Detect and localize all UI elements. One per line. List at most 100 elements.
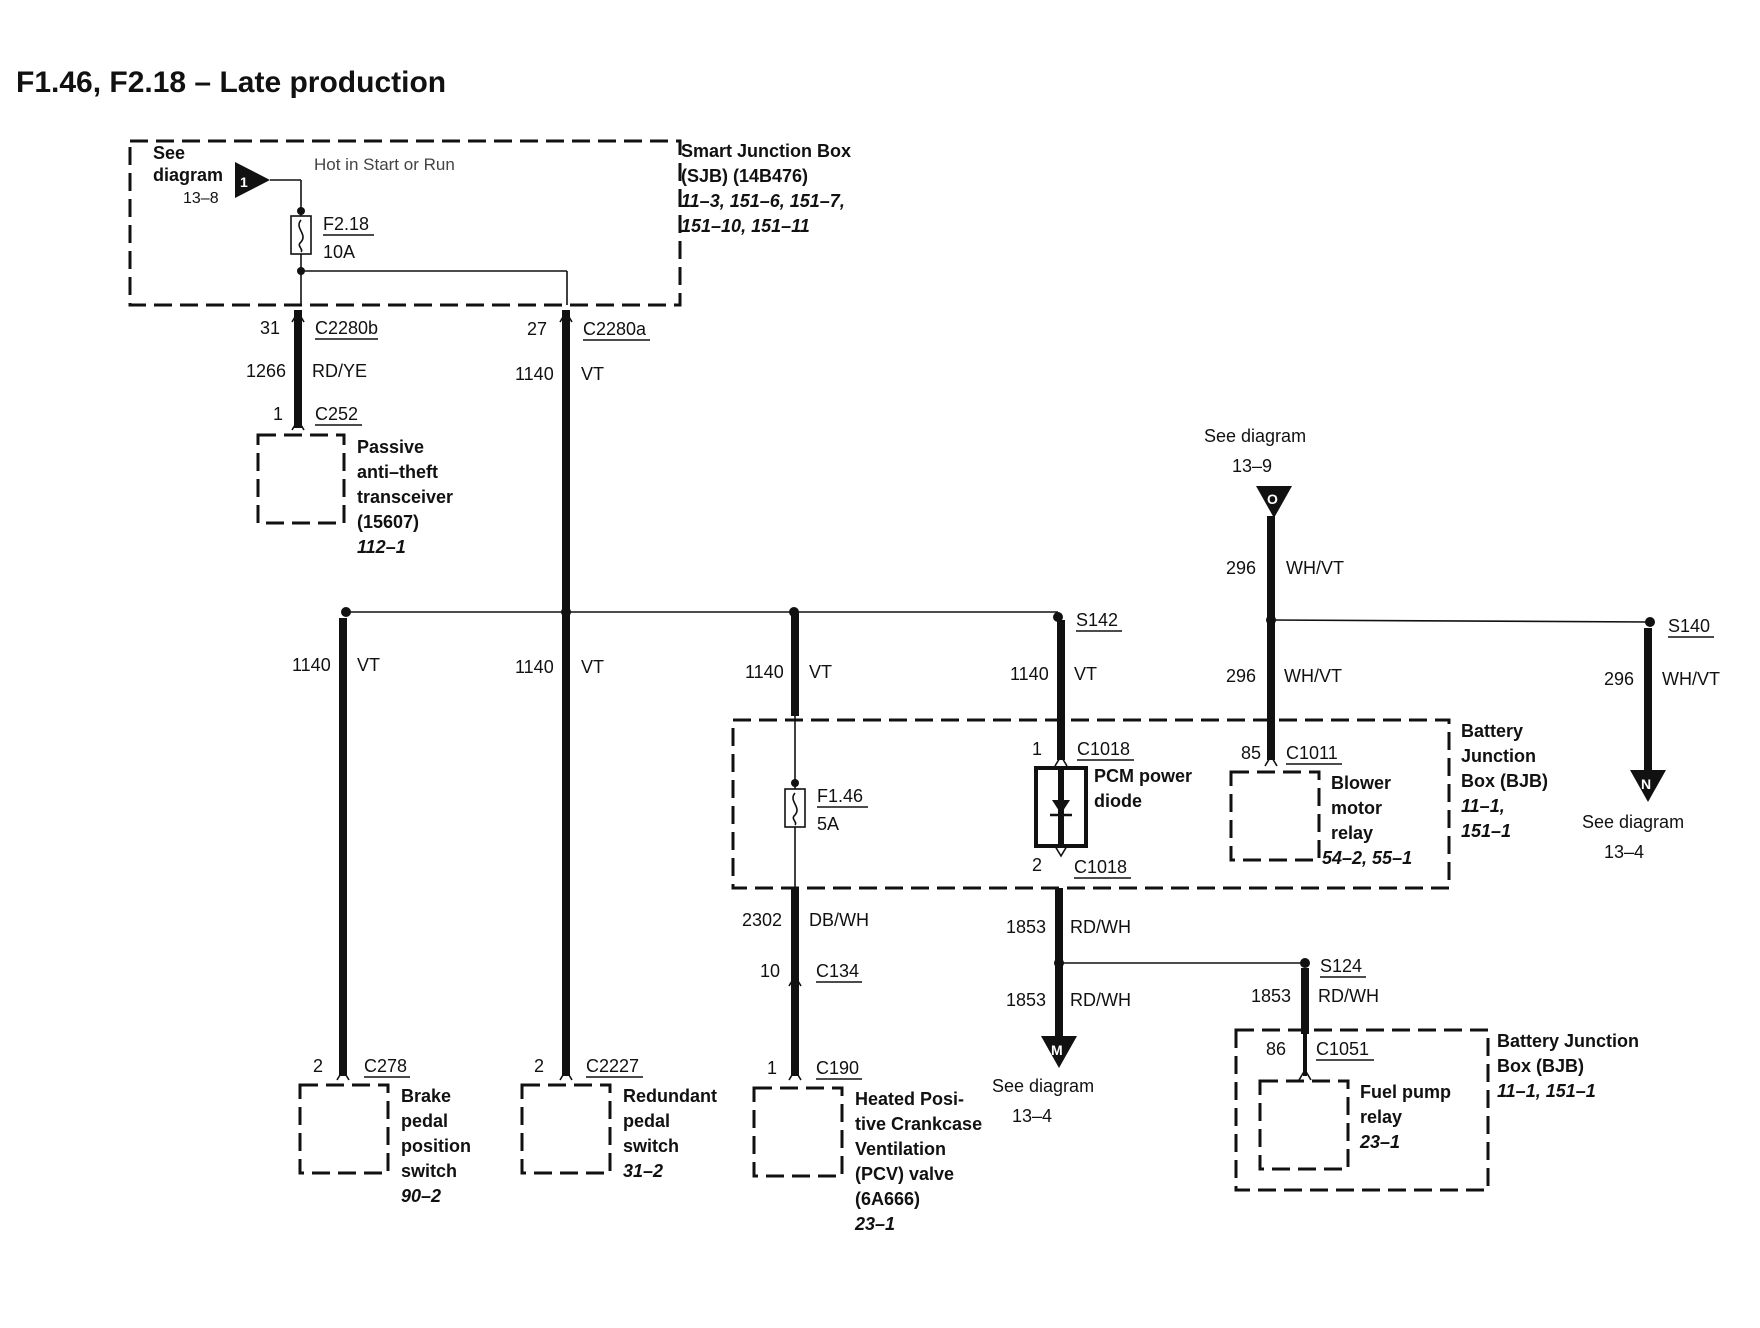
fuelpump-device-ref: 23–1 bbox=[1359, 1132, 1400, 1152]
fuelpump-bjb-ref: 11–1, 151–1 bbox=[1497, 1081, 1596, 1101]
fuelpump-color: RD/WH bbox=[1318, 986, 1379, 1006]
pcv-device-line-4: (PCV) valve bbox=[855, 1164, 954, 1184]
connector-marker-m-icon bbox=[1041, 1036, 1077, 1068]
pcv-fuse-node bbox=[791, 779, 799, 787]
blower-circuit-top: 296 bbox=[1226, 558, 1256, 578]
sjb-refs-1: 11–3, 151–6, 151–7, bbox=[681, 191, 845, 211]
blower-circuit: 296 bbox=[1226, 666, 1256, 686]
pin-chevron bbox=[1054, 754, 1068, 767]
splice-s140-label: S140 bbox=[1668, 616, 1710, 636]
main-circuit: 1140 bbox=[515, 364, 554, 384]
redundant-device-line-2: pedal bbox=[623, 1111, 670, 1131]
redundant-conn: C2227 bbox=[586, 1056, 639, 1076]
pats-color: RD/YE bbox=[312, 361, 367, 381]
blower-device-line-2: motor bbox=[1331, 798, 1382, 818]
pats-conn-bottom: C252 bbox=[315, 404, 358, 424]
main-pin: 27 bbox=[527, 319, 547, 339]
brake-device-line-3: position bbox=[401, 1136, 471, 1156]
pcm-circuit-in: 1140 bbox=[1010, 664, 1049, 684]
pcv-pin-2: 1 bbox=[767, 1058, 777, 1078]
sjb-node-top bbox=[297, 207, 305, 215]
pin-chevron-down bbox=[1054, 845, 1068, 858]
pcv-device-ref: 23–1 bbox=[854, 1214, 895, 1234]
bjb-name-2: Junction bbox=[1461, 746, 1536, 766]
splice-s124-label: S124 bbox=[1320, 956, 1362, 976]
s140-circuit: 296 bbox=[1604, 669, 1634, 689]
pcv-device-line-5: (6A666) bbox=[855, 1189, 920, 1209]
brake-color: VT bbox=[357, 655, 380, 675]
blower-device-ref: 54–2, 55–1 bbox=[1322, 848, 1412, 868]
pin-chevron bbox=[291, 310, 305, 323]
pcm-color-down: RD/WH bbox=[1070, 990, 1131, 1010]
pin-chevron bbox=[336, 1068, 350, 1081]
main-color: VT bbox=[581, 364, 604, 384]
brake-device-line-4: switch bbox=[401, 1161, 457, 1181]
blower-color-top: WH/VT bbox=[1286, 558, 1344, 578]
brake-device-ref: 90–2 bbox=[401, 1186, 441, 1206]
s140-see-diagram: See diagram bbox=[1582, 812, 1684, 832]
blower-conn: C1011 bbox=[1286, 743, 1338, 763]
sjb-diagram-word: diagram bbox=[153, 165, 223, 185]
connector-marker-1-icon bbox=[235, 162, 270, 198]
pats-device-box bbox=[256, 433, 346, 525]
fuse-f218-amps: 10A bbox=[323, 242, 355, 262]
pcv-device-line-2: tive Crankcase bbox=[855, 1114, 982, 1134]
sjb-name-1: Smart Junction Box bbox=[681, 141, 851, 161]
bjb-refs-2: 151–1 bbox=[1461, 821, 1511, 841]
pcv-pin-1: 10 bbox=[760, 961, 780, 981]
wire-296-to-s140 bbox=[1270, 619, 1651, 623]
marker-m-label: M bbox=[1051, 1042, 1063, 1058]
redundant-device-ref: 31–2 bbox=[623, 1161, 663, 1181]
fuelpump-bjb-name-1: Battery Junction bbox=[1497, 1031, 1639, 1051]
pin-chevron bbox=[291, 418, 305, 431]
pats-device-ref: 112–1 bbox=[357, 537, 406, 557]
pin-chevron bbox=[1264, 754, 1278, 767]
pcm-pin-bottom: 2 bbox=[1032, 855, 1042, 875]
redundant-device-line-1: Redundant bbox=[623, 1086, 717, 1106]
fuelpump-conn: C1051 bbox=[1316, 1039, 1369, 1059]
pcm-circuit-down: 1853 bbox=[1006, 990, 1046, 1010]
redundant-circuit: 1140 bbox=[515, 657, 554, 677]
brake-circuit: 1140 bbox=[292, 655, 331, 675]
s140-see-ref: 13–4 bbox=[1604, 842, 1644, 862]
pin-chevron bbox=[788, 974, 802, 987]
bus-node bbox=[341, 607, 351, 617]
sjb-box-outline bbox=[128, 139, 682, 307]
marker-n-label: N bbox=[1641, 776, 1651, 792]
blower-device-line-1: Blower bbox=[1331, 773, 1391, 793]
brake-device-line-1: Brake bbox=[401, 1086, 451, 1106]
connector-marker-o-icon bbox=[1256, 486, 1292, 518]
hot-label: Hot in Start or Run bbox=[314, 155, 455, 174]
splice-s140-dot bbox=[1645, 617, 1655, 627]
pcv-conn-2: C190 bbox=[816, 1058, 859, 1078]
redundant-pin: 2 bbox=[534, 1056, 544, 1076]
pcm-color-out: RD/WH bbox=[1070, 917, 1131, 937]
blower-device-line-3: relay bbox=[1331, 823, 1373, 843]
pats-device-line-4: (15607) bbox=[357, 512, 419, 532]
s140-color: WH/VT bbox=[1662, 669, 1720, 689]
brake-pin: 2 bbox=[313, 1056, 323, 1076]
pin-chevron bbox=[1298, 1068, 1312, 1081]
blower-see-ref: 13–9 bbox=[1232, 456, 1272, 476]
pcv-color-in: VT bbox=[809, 662, 832, 682]
connector-marker-n-icon bbox=[1630, 770, 1666, 802]
pcv-device-line-3: Ventilation bbox=[855, 1139, 946, 1159]
splice-s142-dot bbox=[1053, 612, 1063, 622]
redundant-color: VT bbox=[581, 657, 604, 677]
brake-device-box bbox=[298, 1083, 390, 1175]
pcm-pin-top: 1 bbox=[1032, 739, 1042, 759]
fuse-f218-element bbox=[298, 219, 304, 253]
pcm-circuit-out: 1853 bbox=[1006, 917, 1046, 937]
pcv-circuit-out: 2302 bbox=[742, 910, 782, 930]
diagram-title: F1.46, F2.18 – Late production bbox=[16, 66, 446, 99]
pats-device-line-2: anti–theft bbox=[357, 462, 438, 482]
pats-device-line-3: transceiver bbox=[357, 487, 453, 507]
fuelpump-device-box bbox=[1258, 1079, 1350, 1171]
pin-chevron bbox=[559, 310, 573, 323]
pats-pin-bottom: 1 bbox=[273, 404, 283, 424]
redundant-device-line-3: switch bbox=[623, 1136, 679, 1156]
fuelpump-device-line-2: relay bbox=[1360, 1107, 1402, 1127]
splice-s124-dot bbox=[1300, 958, 1310, 968]
pcm-conn-bottom: C1018 bbox=[1074, 857, 1127, 877]
